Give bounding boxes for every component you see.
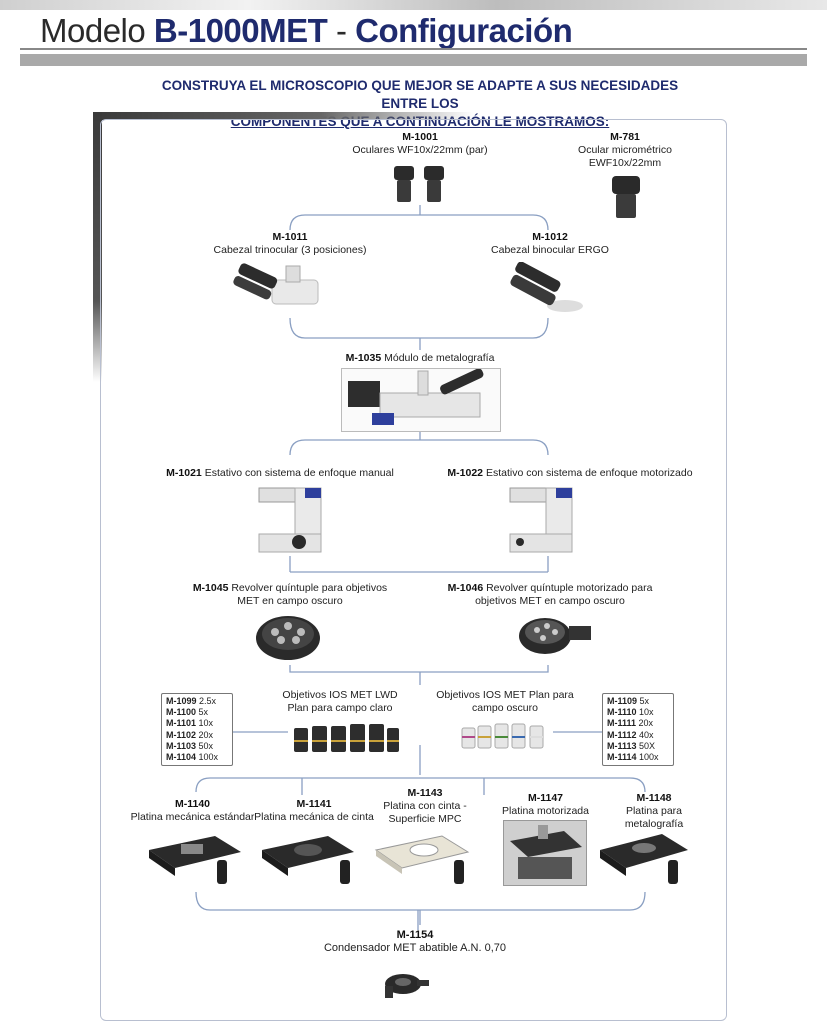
frame-shadow-left xyxy=(93,112,102,382)
objectives-dark-image xyxy=(461,723,544,749)
revolver-manual-image xyxy=(256,616,320,660)
trinocular-head-image xyxy=(233,263,319,305)
title-rule xyxy=(20,48,807,50)
objective-code-row: M-1114 100x xyxy=(607,752,659,763)
stage-belt-image xyxy=(262,836,354,884)
stage-metallography-image xyxy=(600,834,688,884)
objective-code-row: M-1102 20x xyxy=(166,729,214,740)
manual-stand-image xyxy=(258,487,322,553)
objective-code-row: M-1113 50X xyxy=(607,740,656,751)
diagram-frame xyxy=(100,119,727,1021)
stage-mpc-image xyxy=(374,835,470,884)
objectives-lwd-label: Objetivos IOS MET LWD Plan para campo cl… xyxy=(282,689,398,714)
m1035-label: M-1035 Módulo de metalografía xyxy=(345,352,495,364)
stage-standard-image xyxy=(149,836,241,884)
title-bar xyxy=(20,54,807,66)
m1011-label: M-1011 Cabezal trinocular (3 posiciones) xyxy=(213,231,367,256)
objective-code-row: M-1103 50x xyxy=(166,740,214,751)
objective-code-row: M-1099 2.5x xyxy=(166,696,217,706)
m1022-label: M-1022 Estativo con sistema de enfoque m… xyxy=(447,467,693,479)
objective-code-row: M-1109 5x xyxy=(607,696,650,706)
m781-label: M-781 Ocular micrométrico EWF10x/22mm xyxy=(578,131,672,169)
motorized-stand-image xyxy=(509,487,573,553)
m1140-label: M-1140 Platina mecánica estándar xyxy=(130,798,255,823)
objective-code-row: M-1101 10x xyxy=(166,718,214,729)
m1046-label: M-1046 Revolver quíntuple motorizado par… xyxy=(447,582,653,607)
page-title: Modelo B-1000MET - Configuración xyxy=(40,12,573,49)
frame-shadow-top xyxy=(93,112,473,120)
m1012-label: M-1012 Cabezal binocular ERGO xyxy=(491,231,609,256)
condenser-image xyxy=(385,974,429,998)
m1147-label: M-1147 Platina motorizada xyxy=(502,792,589,817)
intro-text: CONSTRUYA EL MICROSCOPIO QUE MEJOR SE AD… xyxy=(161,78,679,129)
m1001-label: M-1001 Oculares WF10x/22mm (par) xyxy=(352,131,488,156)
revolver-motorized-image xyxy=(519,618,591,654)
m1141-label: M-1141 Platina mecánica de cinta xyxy=(254,798,374,823)
binocular-head-image xyxy=(510,262,583,312)
objective-code-row: M-1100 5x xyxy=(166,707,209,718)
m1148-label: M-1148 Platina para metalografía xyxy=(624,792,684,830)
m1045-label: M-1045 Revolver quíntuple para objetivos… xyxy=(192,582,388,607)
top-decor-strip xyxy=(0,0,827,10)
m1021-label: M-1021 Estativo con sistema de enfoque m… xyxy=(166,467,394,479)
objective-code-row: M-1112 40x xyxy=(607,729,654,740)
objective-code-row: M-1111 20x xyxy=(607,718,654,729)
section-name: Configuración xyxy=(355,12,573,49)
m1154-label: M-1154 Condensador MET abatible A.N. 0,7… xyxy=(323,929,507,954)
objectives-dark-label: Objetivos IOS MET Plan para campo oscuro xyxy=(436,689,574,714)
eyepieces-pair-image xyxy=(394,166,444,202)
model-name: B-1000MET xyxy=(153,12,328,49)
objective-code-row: M-1110 10x xyxy=(607,707,654,718)
objectives-lwd-image xyxy=(294,724,399,752)
stage-motorized-image xyxy=(503,820,587,886)
objective-code-row: M-1104 100x xyxy=(166,752,219,763)
m1143-label: M-1143 Platina con cinta - Superficie MP… xyxy=(383,787,467,825)
metallography-module-image xyxy=(341,368,501,432)
micrometer-eyepiece-image xyxy=(612,176,640,218)
